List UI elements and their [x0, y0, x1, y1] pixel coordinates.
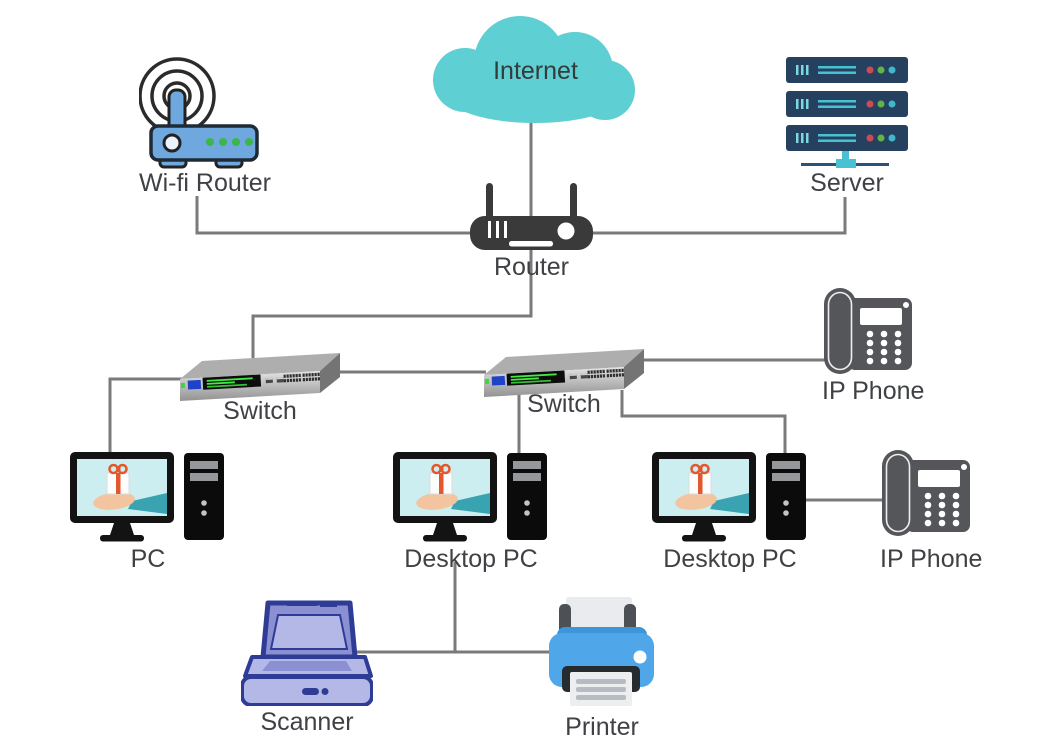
- node-label-wifi-router: Wi-fi Router: [139, 169, 271, 197]
- node-label-printer: Printer: [565, 713, 639, 741]
- node-label-server: Server: [810, 169, 884, 197]
- network-switch-icon: [180, 351, 340, 401]
- node-label-ip-phone-bottom: IP Phone: [880, 545, 983, 573]
- scanner-icon: [241, 600, 373, 706]
- node-desktop-pc-right: Desktop PC: [652, 452, 808, 577]
- node-label-ip-phone-top: IP Phone: [822, 377, 925, 405]
- desktop-computer-icon: [393, 452, 549, 544]
- node-label-desktop-pc-center: Desktop PC: [404, 545, 538, 573]
- node-label-scanner: Scanner: [260, 708, 354, 736]
- node-label-desktop-pc-right: Desktop PC: [663, 545, 797, 573]
- node-pc: PC: [70, 452, 226, 577]
- edge-router-switch-left: [251, 248, 533, 358]
- printer-icon: [549, 597, 654, 706]
- ip-phone-icon: [880, 450, 972, 538]
- node-router: Router: [468, 183, 595, 283]
- internet-cloud-icon: [433, 16, 635, 123]
- node-switch-right: Switch: [484, 347, 644, 427]
- edge-server-router: [591, 197, 847, 235]
- edge-switch-left-pc: [108, 377, 182, 453]
- router-icon: [470, 183, 593, 250]
- node-label-switch-right: Switch: [527, 390, 601, 418]
- edge-switch-right-desktop-pc-right: [620, 390, 787, 453]
- node-server: Server: [786, 53, 908, 203]
- server-rack-icon: [786, 57, 908, 168]
- node-label-router: Router: [493, 253, 570, 281]
- desktop-computer-icon: [70, 452, 226, 544]
- node-ip-phone-bottom: IP Phone: [880, 450, 983, 575]
- node-switch-left: Switch: [180, 351, 340, 431]
- edge-wifi-router-router: [195, 196, 472, 235]
- node-label-internet: Internet: [493, 57, 578, 85]
- node-desktop-pc-center: Desktop PC: [393, 452, 549, 577]
- desktop-computer-icon: [652, 452, 808, 544]
- node-label-switch-left: Switch: [223, 397, 297, 425]
- node-ip-phone-top: IP Phone: [822, 288, 925, 408]
- ip-phone-icon: [822, 288, 914, 376]
- node-wifi-router: Wi-fi Router: [139, 55, 271, 205]
- node-label-pc: PC: [130, 545, 166, 573]
- wifi-router-icon: [139, 57, 259, 169]
- node-printer: Printer: [549, 596, 655, 746]
- node-scanner: Scanner: [241, 600, 373, 740]
- node-internet: Internet: [433, 14, 638, 126]
